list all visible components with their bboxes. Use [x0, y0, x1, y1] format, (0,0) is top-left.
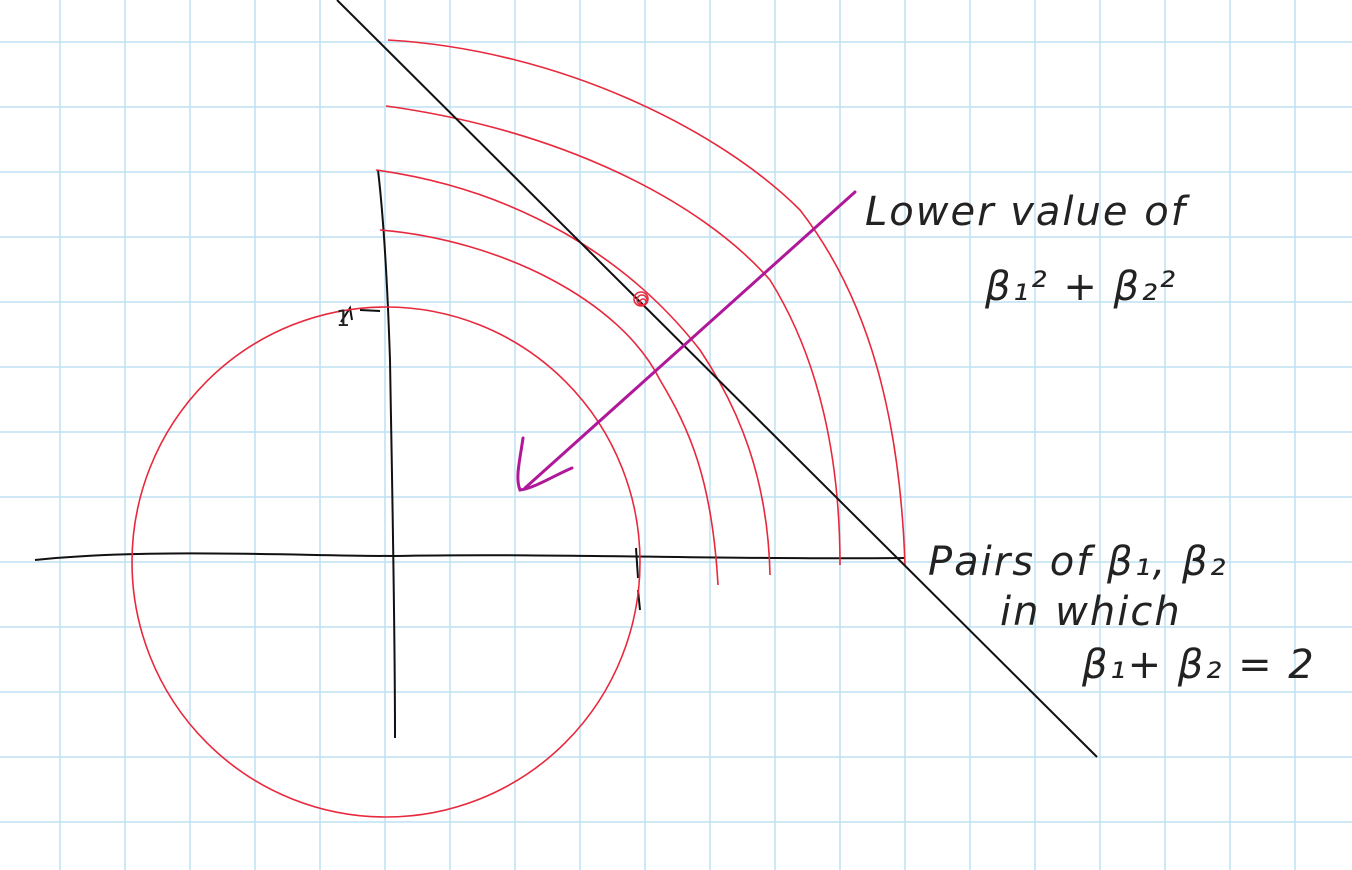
axes	[34, 169, 906, 739]
constraint-line	[336, 0, 1098, 758]
contour-arc-3	[385, 105, 841, 566]
contour-arc-1	[379, 229, 719, 586]
x-axis	[34, 552, 906, 561]
y-tick	[340, 305, 381, 323]
sum-of-squares-label: β₁² + β₂²	[984, 264, 1177, 310]
lower-value-label: Lower value of	[865, 189, 1191, 235]
circle-contour	[131, 306, 641, 818]
contour-arc-2	[375, 169, 771, 576]
arrow-icon	[516, 190, 857, 492]
y-tick-label: 1	[336, 307, 350, 332]
in-which-label: in which	[1000, 589, 1182, 635]
tangent-point-mark	[633, 291, 649, 307]
constraint-label: β₁+ β₂ = 2	[1081, 642, 1316, 688]
pairs-label: Pairs of β₁, β₂	[928, 539, 1228, 585]
contour-arc-4	[387, 39, 906, 566]
contour-arcs	[375, 39, 906, 586]
y-axis	[377, 169, 396, 739]
